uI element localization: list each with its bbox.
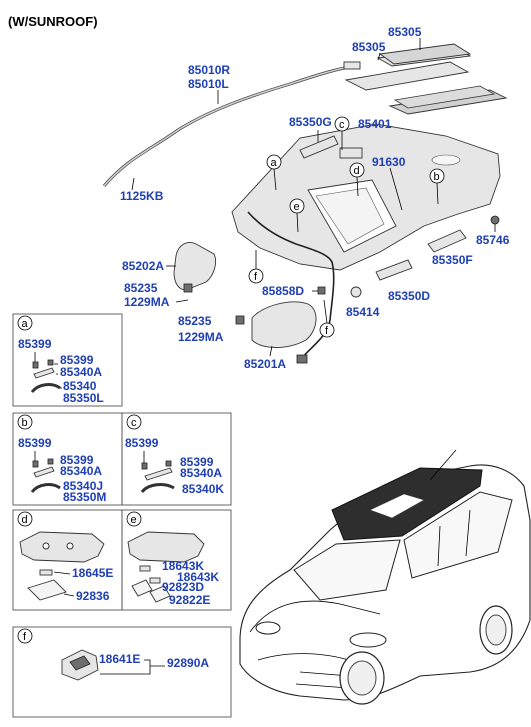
headliner-panel	[231, 123, 501, 271]
sunvisor-85201A	[251, 301, 317, 348]
panel-a	[12, 313, 123, 407]
svg-text:f: f	[325, 325, 329, 337]
part-number-85201A: 85201A	[244, 357, 286, 371]
svg-text:e: e	[294, 201, 300, 213]
part-number-85858D: 85858D	[262, 284, 304, 298]
svg-text:85340A: 85340A	[180, 466, 222, 480]
sunroof-glass-panels	[344, 43, 508, 115]
panel-d-parts: 18645E 92836	[19, 531, 113, 603]
panel-headers: a b c d e f	[17, 315, 142, 644]
svg-text:a: a	[22, 318, 29, 330]
svg-text:85340A: 85340A	[60, 464, 102, 478]
part-number-85401: 85401	[358, 117, 392, 131]
panel-e	[121, 509, 232, 611]
svg-text:92836: 92836	[76, 589, 110, 603]
harness-connector	[296, 354, 308, 364]
part-number-91630: 91630	[372, 155, 406, 169]
svg-text:85340A: 85340A	[60, 365, 102, 379]
assist-handle-85350F	[427, 229, 467, 253]
part-number-1229MA-upper: 1229MA	[124, 295, 170, 309]
curtain-airbag	[102, 61, 361, 187]
svg-text:f: f	[254, 271, 258, 283]
svg-text:85340: 85340	[63, 379, 97, 393]
svg-text:a: a	[271, 157, 278, 169]
assist-handle-85350D	[375, 259, 413, 281]
svg-text:f: f	[23, 631, 27, 643]
clip-85746	[490, 215, 500, 225]
part-number-85414: 85414	[346, 305, 380, 319]
main-callouts: a b c d e f f	[248, 116, 445, 338]
sunvisor-retainer-b	[235, 315, 245, 325]
svg-text:92823D: 92823D	[162, 580, 204, 594]
panel-b-parts: 85399 85399 85340A 85340J 85350M	[18, 436, 106, 504]
panel-f	[12, 626, 232, 718]
panel-f-parts: 18641E 92890A	[61, 649, 209, 681]
sunvisor-retainer-a	[183, 283, 193, 293]
svg-text:85399: 85399	[18, 337, 52, 351]
sunvisor-85202A	[173, 242, 217, 291]
panel-c-parts: 85399 85399 85340A 85340K	[125, 436, 224, 496]
part-number-85202A: 85202A	[122, 259, 164, 273]
svg-text:d: d	[354, 165, 360, 177]
part-number-85010L: 85010L	[188, 77, 229, 91]
svg-text:18643K: 18643K	[177, 570, 219, 584]
part-number-85010R: 85010R	[188, 63, 230, 77]
part-number-85350F: 85350F	[432, 253, 473, 267]
svg-text:85350L: 85350L	[63, 391, 104, 405]
part-number-1125KB: 1125KB	[120, 189, 164, 203]
svg-text:85399: 85399	[180, 455, 214, 469]
svg-text:85340K: 85340K	[182, 482, 224, 496]
part-number-85235-lower: 85235	[178, 314, 212, 328]
svg-text:92890A: 92890A	[167, 656, 209, 670]
assist-handle-85350G	[299, 135, 339, 159]
svg-text:85340J: 85340J	[63, 479, 103, 493]
svg-text:b: b	[22, 417, 28, 429]
svg-text:b: b	[434, 171, 440, 183]
diagram-title: (W/SUNROOF)	[8, 14, 98, 29]
svg-text:85399: 85399	[18, 436, 52, 450]
part-number-85305-top: 85305	[388, 25, 422, 39]
svg-text:92822E: 92822E	[169, 593, 210, 607]
svg-text:85399: 85399	[60, 353, 94, 367]
svg-text:c: c	[339, 119, 345, 131]
svg-text:c: c	[131, 417, 137, 429]
part-number-85305: 85305	[352, 40, 386, 54]
panel-e-parts: 18643K 18643K 92823D 92822E	[127, 531, 219, 607]
part-number-85350G: 85350G	[289, 115, 332, 129]
svg-text:d: d	[22, 514, 28, 526]
svg-text:e: e	[131, 514, 137, 526]
part-number-85350D: 85350D	[388, 289, 430, 303]
svg-text:18643K: 18643K	[162, 559, 204, 573]
part-number-1229MA-lower: 1229MA	[178, 330, 224, 344]
svg-text:85399: 85399	[125, 436, 159, 450]
panel-a-parts: 85399 85399 85340A 85340 85350L	[18, 337, 104, 405]
part-number-85235-upper: 85235	[124, 281, 158, 295]
clip-85858D	[317, 286, 326, 295]
cap-85414	[350, 286, 362, 298]
svg-text:18645E: 18645E	[72, 566, 113, 580]
svg-text:85399: 85399	[60, 453, 94, 467]
part-number-85746: 85746	[476, 233, 510, 247]
car-illustration	[239, 449, 531, 705]
panel-c	[121, 412, 232, 506]
svg-text:18641E: 18641E	[99, 652, 140, 666]
svg-text:85350M: 85350M	[63, 490, 106, 504]
